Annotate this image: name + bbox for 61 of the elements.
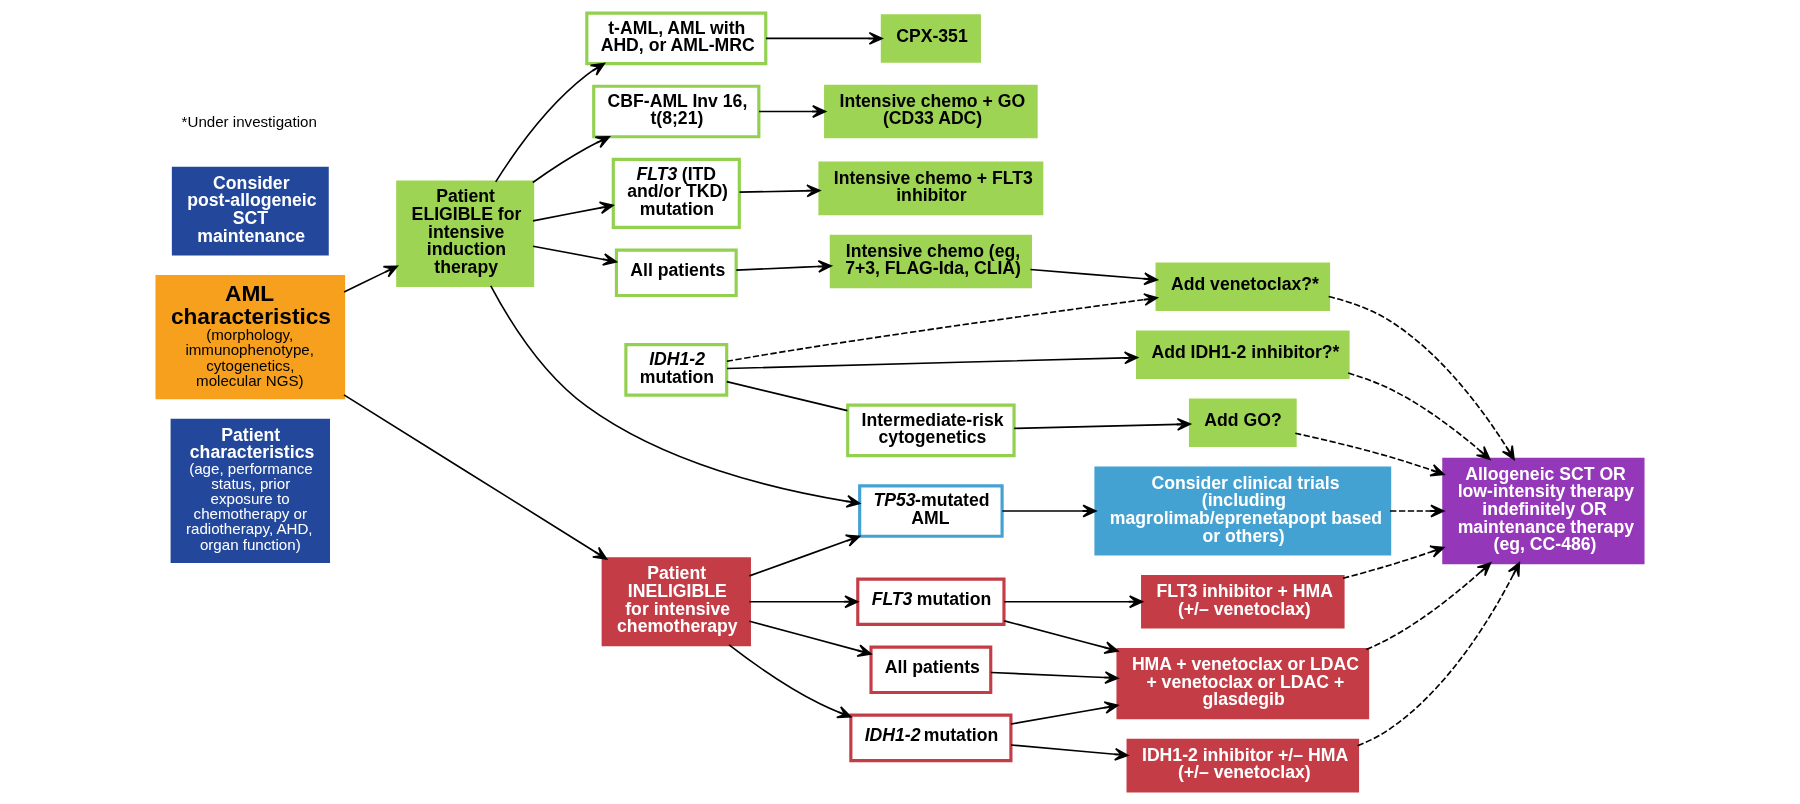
arrow xyxy=(765,31,883,45)
arrow xyxy=(489,285,861,508)
node-box: HMA + venetoclax or LDAC + venetoclax or LDAC + glasdegib xyxy=(1116,648,1370,720)
node-box: FLT3 mutation xyxy=(856,577,1006,627)
node-box: IDH1-2 inhibitor +/– HMA (+/– venetoclax) xyxy=(1126,738,1360,793)
node-box: IDH1-2 mutation xyxy=(624,343,729,397)
node-box: Patient characteristics (age, performance status, prior exposure to chemotherapy or radiotherapy, AHD, organ function) xyxy=(170,418,330,563)
arrow xyxy=(1347,372,1491,461)
node-box: Consider clinical trials (including magrolimab/eprenetapopt based or others) xyxy=(1094,466,1392,556)
node-box: AML characteristics (morphology, immunophenotype, cytogenetics, molecular NGS) xyxy=(155,275,346,400)
arrow xyxy=(1389,504,1445,518)
node-box: Patient ELIGIBLE for intensive induction therapy xyxy=(396,180,535,287)
arrow xyxy=(726,351,1139,370)
arrow xyxy=(1003,620,1119,654)
arrow xyxy=(735,260,833,273)
arrow xyxy=(532,136,611,184)
arrow xyxy=(1342,545,1445,580)
node-box: FLT3 inhibitor + HMA (+/– venetoclax) xyxy=(1141,574,1345,629)
node-box: t-AML, AML with AHD, or AML-MRC xyxy=(585,11,768,66)
arrow xyxy=(1010,744,1129,761)
arrow xyxy=(748,534,861,577)
node-box: All patients xyxy=(869,645,993,695)
node-box: Patient INELIGIBLE for intensive chemotherapy xyxy=(601,557,751,647)
arrow xyxy=(1365,562,1492,651)
arrow xyxy=(343,265,399,293)
arrow xyxy=(748,620,872,657)
node-box: Add IDH1-2 inhibitor?* xyxy=(1136,330,1350,379)
node-box: CBF-AML Inv 16, t(8;21) xyxy=(592,84,761,139)
arrow xyxy=(532,201,614,222)
node-box: Allogeneic SCT OR low-intensity therapy indefinitely OR maintenance therapy (eg, CC-486) xyxy=(1442,457,1645,565)
arrow xyxy=(532,245,617,266)
arrow xyxy=(1010,701,1119,725)
node-box: Intensive chemo (eg, 7+3, FLAG-Ida, CLIA) xyxy=(829,234,1032,289)
arrow xyxy=(494,62,606,183)
arrow xyxy=(1356,561,1521,747)
arrow xyxy=(1003,595,1144,609)
node-box: IDH1-2 mutation xyxy=(849,713,1013,763)
node-box: Consider post-allogeneic SCT maintenance xyxy=(171,166,329,256)
node-box: Add GO? xyxy=(1188,398,1297,448)
node-box: Intensive chemo + GO (CD33 ADC) xyxy=(824,84,1038,139)
arrow xyxy=(758,105,827,118)
node-box: Intermediate-risk cytogenetics xyxy=(846,403,1016,458)
arrow xyxy=(1001,504,1097,518)
arrow xyxy=(728,644,852,719)
node-box: Add venetoclax?* xyxy=(1155,262,1331,311)
node-box: CPX-351 xyxy=(880,14,981,63)
arrow xyxy=(748,595,859,609)
node-box: Intensive chemo + FLT3 inhibitor xyxy=(818,161,1044,216)
arrow xyxy=(738,184,821,198)
label: *Under investigation xyxy=(181,112,317,130)
arrow xyxy=(726,293,1158,363)
node-box: All patients xyxy=(614,248,738,298)
arrow xyxy=(1029,268,1158,286)
arrow xyxy=(990,671,1119,685)
connector xyxy=(725,380,849,412)
arrow xyxy=(1294,432,1445,477)
node-box: FLT3 (ITD and/or TKD) mutation xyxy=(611,157,741,230)
arrow xyxy=(343,394,608,560)
arrow xyxy=(1013,417,1191,431)
node-box: TP53-mutated AML xyxy=(858,484,1004,538)
arrow xyxy=(1327,295,1515,461)
